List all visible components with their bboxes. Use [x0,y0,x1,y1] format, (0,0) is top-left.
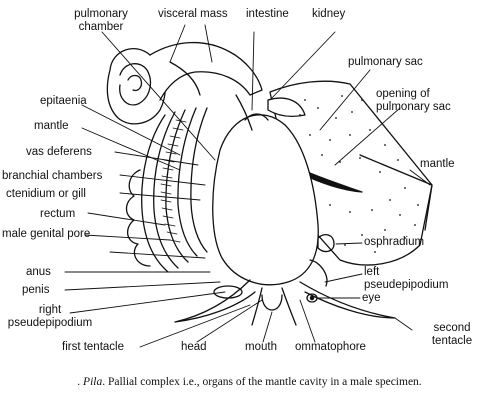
kidney-shape [267,97,306,117]
osphradium-shape [317,233,335,253]
label-head: head [181,341,207,353]
label-vas-deferens: vas deferens [26,146,92,158]
figure-caption: . Pila. Pallial complex i.e., organs of … [0,376,499,388]
caption-text: . Pallial complex i.e., organs of the ma… [102,376,422,388]
label-left-pseudepipodium: left pseudepipodium [364,266,449,291]
left-mantle-edge [125,169,151,267]
label-male-genital-pore: male genital pore [2,228,91,240]
label-opening-of-pulmonary-sac: opening of pulmonary sac [376,88,451,113]
label-right-pseudepipodium: right pseudepipodium [7,304,93,329]
mantle-fold [359,154,433,231]
intestine-shape [235,94,253,131]
second-tentacle-shape [299,281,396,319]
label-ommatophore: ommatophore [295,341,366,353]
mouth-shape [261,294,283,311]
body-mass [212,114,319,286]
label-eye: eye [362,292,381,304]
label-mantle-left: mantle [34,120,69,132]
caption-prefix: . [77,376,84,388]
right-pseudepipodium-shape [213,285,243,299]
label-first-tentacle: first tentacle [62,341,124,353]
left-pseudepipodium-shape [309,259,328,287]
label-pulmonary-sac: pulmonary sac [348,56,423,68]
shell-coil [106,48,166,125]
label-ctenidium-or-gill: ctenidium or gill [6,188,86,200]
label-intestine: intestine [246,8,289,20]
label-mouth: mouth [245,341,277,353]
first-tentacle-shape [174,279,256,323]
label-visceral-mass: visceral mass [158,8,228,20]
label-penis: penis [22,284,50,296]
pulmonary-sac-stipple [299,95,419,253]
label-branchial-chambers: branchial chambers [2,170,103,182]
label-second-tentacle: second tentacle [431,322,473,347]
caption-genus: Pila [83,376,103,388]
label-epitaenia: epitaenia [40,95,87,107]
label-kidney: kidney [312,8,346,20]
eye-shape [306,293,318,303]
label-rectum: rectum [40,208,76,220]
label-osphradium: osphradium [364,236,425,248]
label-mantle-right: mantle [420,158,455,170]
visceral-mass-shape [149,41,263,101]
label-pulmonary-chamber: pulmonary chamber [74,8,128,33]
label-anus: anus [26,266,51,278]
pila-pallial-complex-illustration [64,24,433,348]
